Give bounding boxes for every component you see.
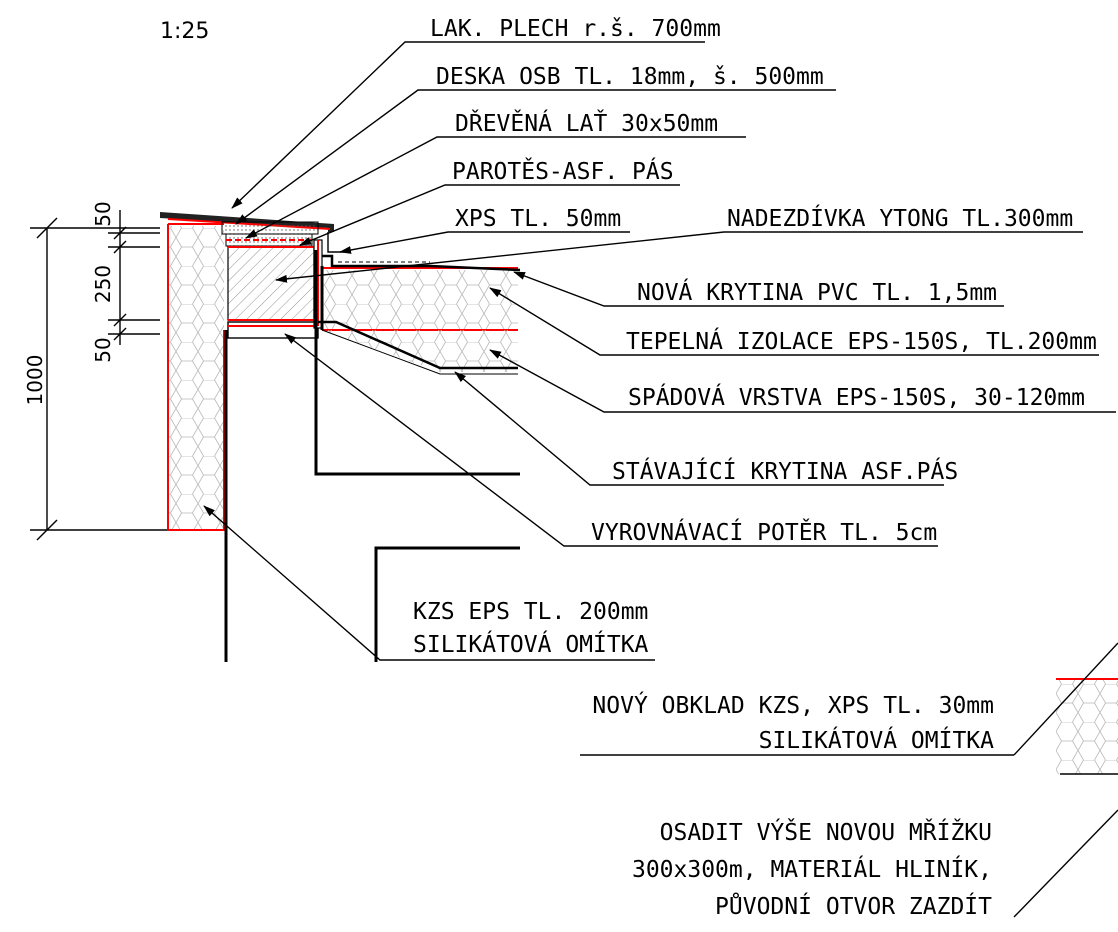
cladding-detail [1013,642,1118,918]
label-obklad-line1: NOVÝ OBKLAD KZS, XPS TL. 30mm [592,691,994,719]
label-stavajici-krytina: STÁVAJÍCÍ KRYTINA ASF.PÁS [612,457,958,485]
label-mrizka-line3: PŮVODNÍ OTVOR ZAZDÍT [715,891,992,920]
label-mrizka-line1: OSADIT VÝŠE NOVOU MŘÍŽKU [660,818,992,846]
parapet-section [160,212,521,662]
existing-structure [314,250,520,476]
label-vyrovnavaci-poter: VYROVNÁVACÍ POTĚR TL. 5cm [591,518,937,546]
label-parotes: PAROTĚS-ASF. PÁS [452,157,674,185]
kzs-insulation-edge [167,224,225,531]
dimension-50-top: 50 [91,201,115,226]
label-deska-osb: DESKA OSB TL. 18mm, š. 500mm [436,64,824,90]
leader-lines [203,41,1116,756]
dimension-total: 1000 [23,355,47,406]
dimension-50-bottom: 50 [91,337,115,362]
label-mrizka-line2: 300x300m, MATERIÁL HLINÍK, [632,855,992,883]
ytong-parapet [227,246,315,321]
label-kzs-line2: SILIKÁTOVÁ OMÍTKA [413,630,649,658]
labels: LAK. PLECH r.š. 700mm DESKA OSB TL. 18mm… [413,16,1097,920]
label-kzs-line1: KZS EPS TL. 200mm [413,599,648,625]
dimension-chain: 1000 50 250 50 [23,201,168,541]
label-nova-krytina: NOVÁ KRYTINA PVC TL. 1,5mm [637,278,997,306]
window-opening-edge [374,546,520,662]
label-drevena-lat: DŘEVĚNÁ LAŤ 30x50mm [455,109,718,137]
label-nadezdivka: NADEZDÍVKA YTONG TL.300mm [727,204,1073,232]
label-xps: XPS TL. 50mm [455,206,621,232]
kzs-insulation-body [168,226,224,530]
label-spadova-vrstva: SPÁDOVÁ VRSTVA EPS-150S, 30-120mm [628,383,1085,411]
roof-insulation [322,270,518,330]
scale-label: 1:25 [160,19,209,44]
label-lak-plech: LAK. PLECH r.š. 700mm [430,16,721,42]
label-tepelna-izolace: TEPELNÁ IZOLACE EPS-150S, TL.200mm [626,327,1097,355]
dimension-250: 250 [91,265,115,303]
label-obklad-line2: SILIKÁTOVÁ OMÍTKA [759,726,995,754]
